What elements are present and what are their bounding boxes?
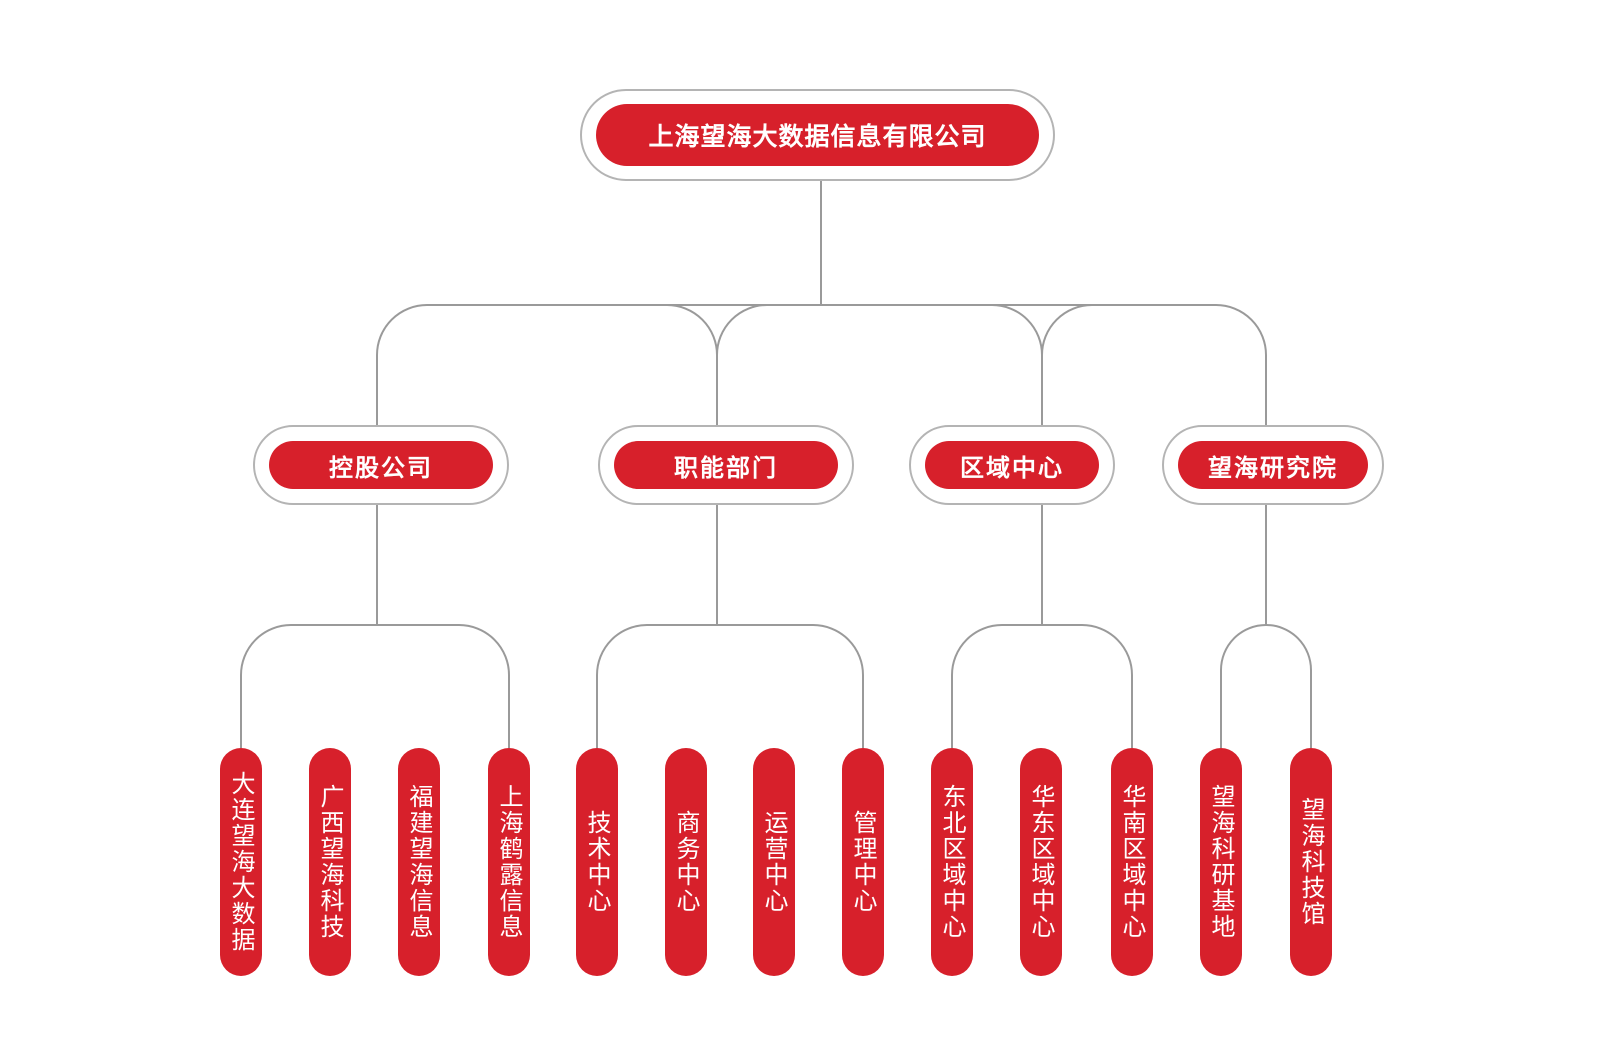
leaf-label: 技术中心 — [583, 810, 611, 914]
connector-branch-4-bus — [1220, 623, 1312, 748]
leaf-node-2-1: 技术中心 — [576, 748, 618, 976]
leaf-label: 华南区域中心 — [1118, 784, 1146, 940]
connector-branch-2-arch — [716, 304, 768, 425]
leaf-label: 大连望海大数据 — [227, 771, 255, 953]
leaf-node-1-4: 上海鹤露信息 — [488, 748, 530, 976]
leaf-label: 管理中心 — [849, 810, 877, 914]
leaf-label: 上海鹤露信息 — [495, 784, 523, 940]
connector-branch-3-bus — [951, 624, 1133, 748]
leaf-node-1-1: 大连望海大数据 — [220, 748, 262, 976]
leaf-label: 华东区域中心 — [1027, 784, 1055, 940]
leaf-label: 福建望海信息 — [405, 784, 433, 940]
connector-root-bus — [376, 304, 1267, 425]
leaf-label: 运营中心 — [760, 810, 788, 914]
leaf-label: 商务中心 — [672, 810, 700, 914]
leaf-node-4-2: 望海科技馆 — [1290, 748, 1332, 976]
connector-branch-1-bus — [240, 624, 510, 748]
leaf-node-1-3: 福建望海信息 — [398, 748, 440, 976]
connector-branch-2-arch-left — [666, 304, 718, 356]
leaf-node-3-1: 东北区域中心 — [931, 748, 973, 976]
connector-branch-2-bus — [596, 624, 864, 748]
leaf-node-3-3: 华南区域中心 — [1111, 748, 1153, 976]
leaf-label: 东北区域中心 — [938, 784, 966, 940]
branch-node-4: 望海研究院 — [1178, 441, 1368, 489]
leaf-label: 望海科研基地 — [1207, 784, 1235, 940]
branch-node-2: 职能部门 — [614, 441, 838, 489]
leaf-node-1-2: 广西望海科技 — [309, 748, 351, 976]
root-node: 上海望海大数据信息有限公司 — [596, 104, 1039, 166]
branch-node-1: 控股公司 — [269, 441, 493, 489]
leaf-node-3-2: 华东区域中心 — [1020, 748, 1062, 976]
connector-branch-3-arch — [1041, 304, 1093, 425]
leaf-node-4-1: 望海科研基地 — [1200, 748, 1242, 976]
leaf-label: 望海科技馆 — [1297, 797, 1325, 927]
branch-node-3: 区域中心 — [925, 441, 1099, 489]
leaf-node-2-4: 管理中心 — [842, 748, 884, 976]
leaf-node-2-3: 运营中心 — [753, 748, 795, 976]
leaf-label: 广西望海科技 — [316, 784, 344, 940]
leaf-node-2-2: 商务中心 — [665, 748, 707, 976]
connector-branch-3-arch-left — [991, 304, 1043, 356]
